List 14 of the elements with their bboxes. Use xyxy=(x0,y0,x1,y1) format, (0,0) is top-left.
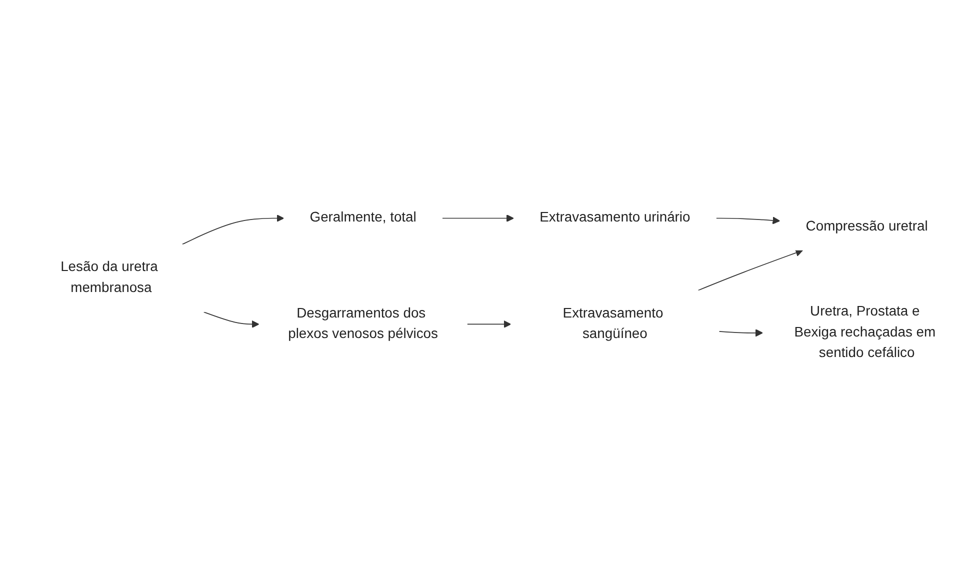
node-text: Uretra, Prostata e Bexiga rechaçadas em sentido cefálico xyxy=(794,304,936,361)
arrow xyxy=(466,320,512,328)
node-text: Extravasamento sangüíneo xyxy=(562,306,664,342)
node-text: Extravasamento urinário xyxy=(540,210,690,226)
node-text: Geralmente, total xyxy=(310,210,416,226)
node-text: Lesão da uretra membranosa xyxy=(60,260,158,296)
arrow xyxy=(182,214,284,245)
arrow xyxy=(718,329,763,337)
arrow xyxy=(698,249,804,291)
arrow xyxy=(203,312,260,328)
arrow xyxy=(442,214,514,222)
arrow xyxy=(716,216,780,224)
node-text: Compressão uretral xyxy=(806,219,928,234)
node-text: Desgarramentos dos plexos venosos pélvicos xyxy=(288,306,438,342)
